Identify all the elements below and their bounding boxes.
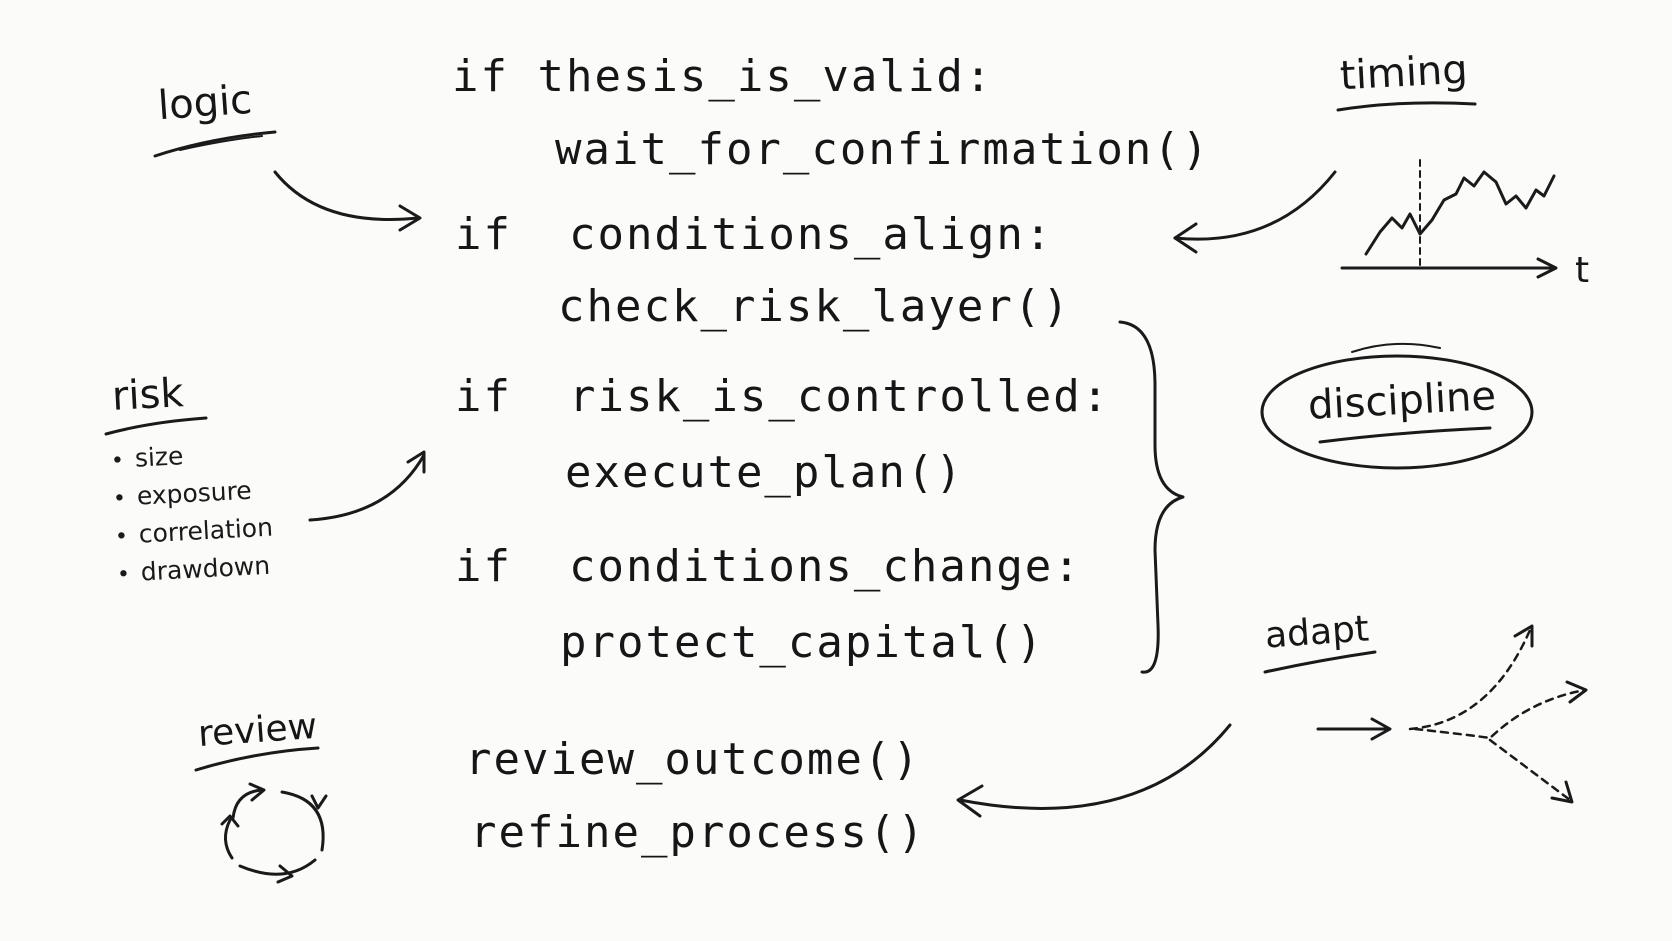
code-refine-process: refine_process() xyxy=(470,807,926,858)
code-condition-change: if conditions_change: xyxy=(455,541,1082,592)
code-review-outcome: review_outcome() xyxy=(465,734,921,785)
discipline-underline xyxy=(1318,426,1492,444)
label-logic: logic xyxy=(156,76,254,130)
adapt-branch-down-head xyxy=(1550,780,1574,804)
logic-arrowhead xyxy=(398,204,422,232)
review-cycle-bottom-head xyxy=(276,864,294,884)
risk-underline xyxy=(104,416,208,436)
adapt-arrow xyxy=(958,723,1232,810)
code-condition-thesis: if thesis_is_valid: xyxy=(452,51,994,102)
adapt-branch-mid-head xyxy=(1565,680,1588,704)
timing-underline xyxy=(1336,101,1477,112)
adapt-branch-mid xyxy=(1413,688,1587,740)
discipline-ellipse xyxy=(1260,354,1534,470)
risk-arrow xyxy=(308,453,426,522)
discipline-ellipse-overlap xyxy=(1351,342,1441,353)
review-cycle-left-head xyxy=(220,814,240,828)
label-risk: risk xyxy=(110,370,185,420)
review-cycle-right xyxy=(280,790,325,852)
curly-brace xyxy=(1118,320,1185,674)
logic-arrow xyxy=(273,170,420,222)
review-underline xyxy=(194,746,320,772)
code-action-risk-layer: check_risk_layer() xyxy=(558,281,1071,332)
review-cycle-top xyxy=(231,788,264,820)
adapt-solid-arrowhead xyxy=(1370,717,1392,741)
timing-arrowhead xyxy=(1173,222,1198,254)
logic-underline-scribble xyxy=(179,135,263,151)
adapt-underline xyxy=(1263,650,1377,674)
chart-time-axis-label: t xyxy=(1575,250,1590,291)
risk-arrowhead xyxy=(406,450,426,474)
logic-underline xyxy=(153,130,277,158)
review-cycle-left xyxy=(224,818,234,860)
label-timing: timing xyxy=(1338,46,1469,100)
timing-arrow xyxy=(1173,170,1337,241)
code-action-protect: protect_capital() xyxy=(560,617,1045,668)
risk-list: size exposure correlation drawdown xyxy=(110,434,276,594)
label-discipline: discipline xyxy=(1306,373,1498,429)
chart-price-line xyxy=(1364,170,1556,256)
review-cycle-top-head xyxy=(248,782,266,802)
chart-x-axis-arrowhead xyxy=(1536,257,1558,279)
adapt-branch-up xyxy=(1408,628,1532,731)
label-adapt: adapt xyxy=(1263,608,1371,657)
label-review: review xyxy=(196,705,319,756)
review-cycle-bottom xyxy=(238,858,317,876)
code-action-wait: wait_for_confirmation() xyxy=(555,124,1211,175)
code-condition-risk: if risk_is_controlled: xyxy=(455,371,1111,422)
adapt-branch-up-head xyxy=(1513,624,1534,648)
adapt-branch-down xyxy=(1488,738,1572,802)
adapt-arrowhead xyxy=(956,784,984,818)
code-action-execute: execute_plan() xyxy=(565,447,964,498)
code-condition-align: if conditions_align: xyxy=(455,209,1054,260)
review-cycle-right-head xyxy=(310,794,328,810)
